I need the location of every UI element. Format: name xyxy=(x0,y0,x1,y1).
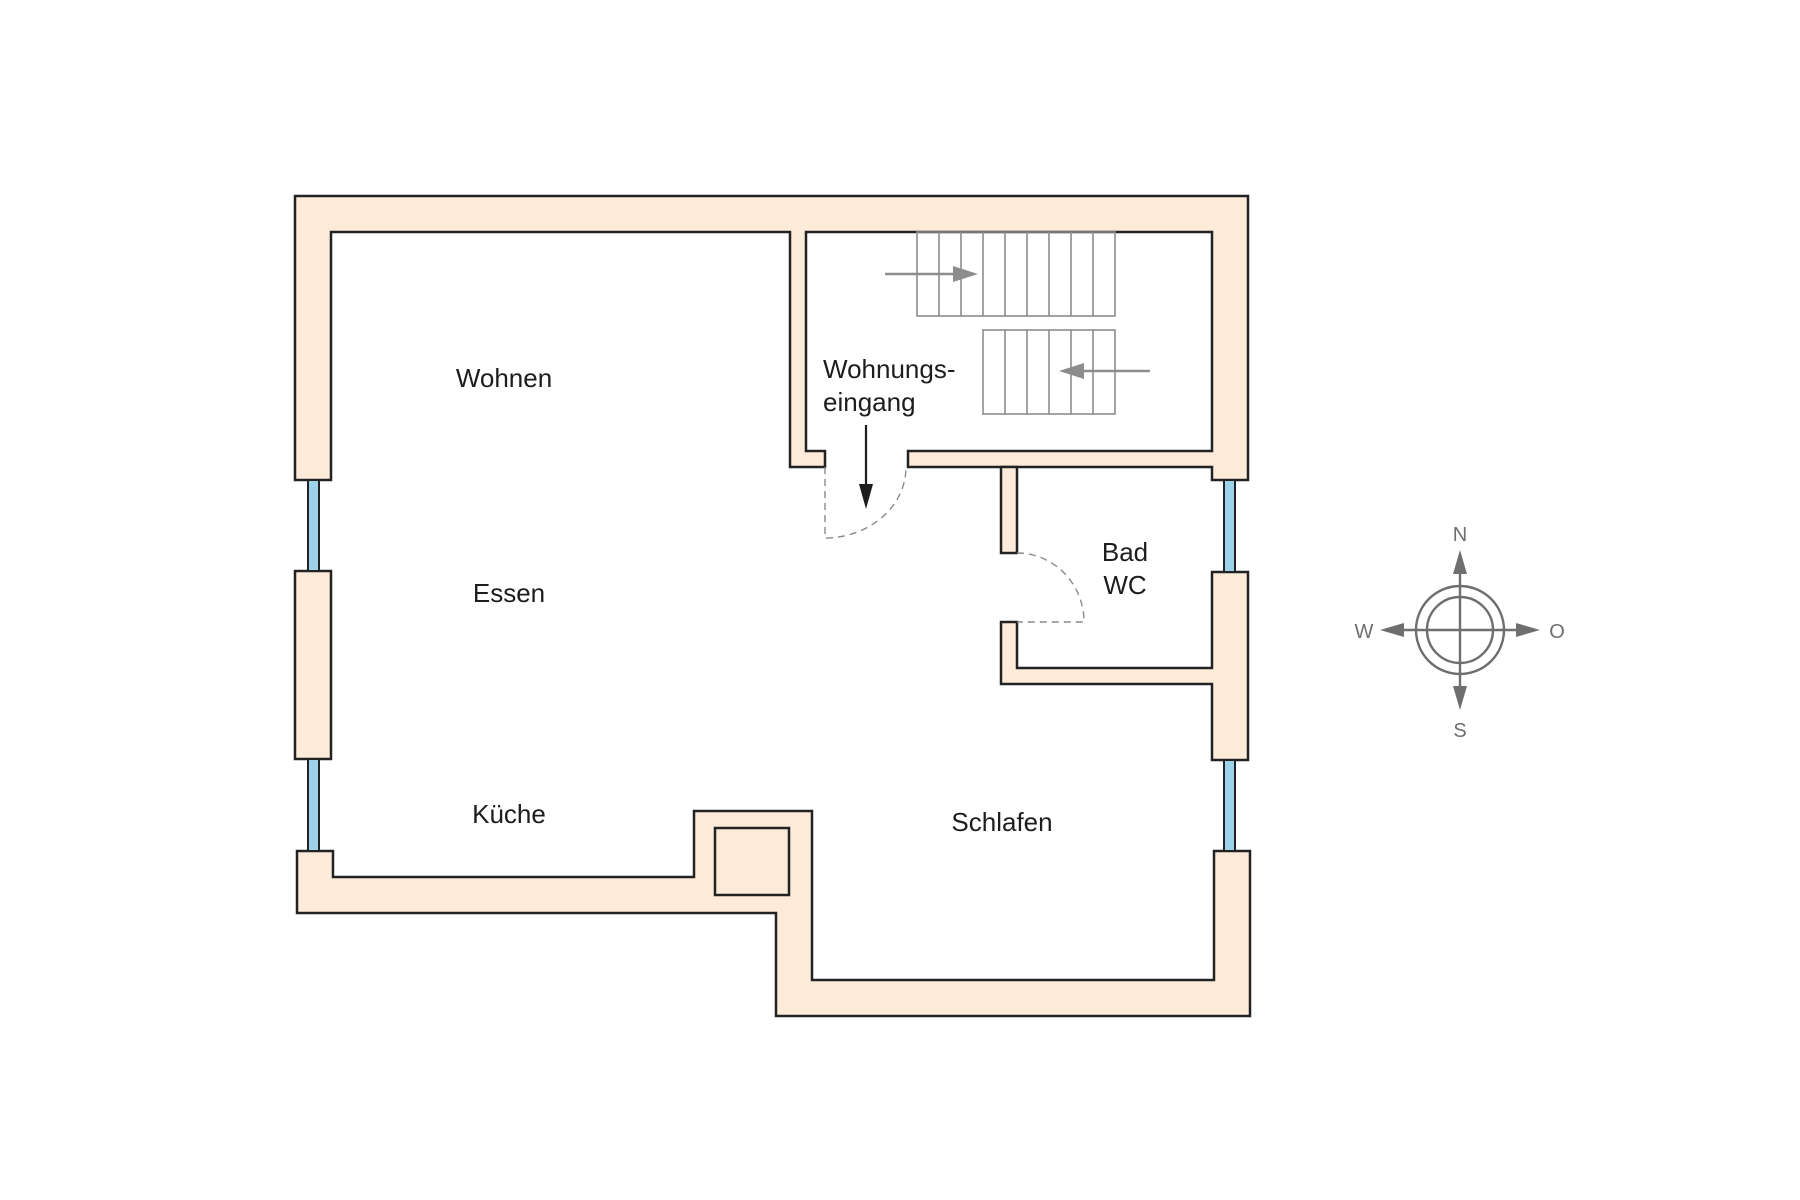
chimney-shaft xyxy=(713,826,791,897)
compass: N S W O xyxy=(1355,524,1565,742)
label-entrance-line2: eingang xyxy=(823,387,916,417)
room-label-essen: Essen xyxy=(473,578,545,608)
arrow-right-icon xyxy=(953,266,978,282)
windows xyxy=(307,479,1236,852)
window-east-upper xyxy=(1223,479,1236,573)
doors xyxy=(824,466,1085,623)
window-east-lower xyxy=(1223,759,1236,852)
wall-north xyxy=(293,194,1250,482)
stair-treads-lower xyxy=(1004,330,1094,414)
compass-label-west: W xyxy=(1355,621,1374,643)
wall-east-bath xyxy=(999,570,1250,762)
wall-west-middle xyxy=(293,569,333,761)
label-bath-line2: WC xyxy=(1103,570,1146,600)
arrow-down-icon xyxy=(859,484,873,509)
label-bath-line1: Bad xyxy=(1102,537,1148,567)
arrow-left-icon xyxy=(1059,363,1084,379)
entrance-arrow xyxy=(859,425,873,509)
room-label-wohnen: Wohnen xyxy=(456,363,552,393)
compass-west-arrow-icon xyxy=(1380,623,1404,637)
window-west-lower xyxy=(307,758,320,852)
compass-south-arrow-icon xyxy=(1453,686,1467,710)
compass-label-north: N xyxy=(1453,524,1467,546)
compass-east-arrow-icon xyxy=(1516,623,1540,637)
compass-label-south: S xyxy=(1453,720,1466,742)
room-label-kueche: Küche xyxy=(472,799,546,829)
stairs xyxy=(885,231,1150,415)
compass-label-east: O xyxy=(1549,621,1565,643)
window-west-upper xyxy=(307,479,320,572)
room-labels: Wohnen Essen Küche Schlafen Wohnungs- ei… xyxy=(456,354,1148,837)
room-label-schlafen: Schlafen xyxy=(951,807,1052,837)
entrance-door-swing xyxy=(824,466,907,539)
bath-door-swing xyxy=(1016,552,1085,623)
wall-bath-stub xyxy=(999,465,1019,555)
walls xyxy=(293,194,1252,1018)
compass-north-arrow-icon xyxy=(1453,550,1467,574)
label-entrance-line1: Wohnungs- xyxy=(823,354,956,384)
